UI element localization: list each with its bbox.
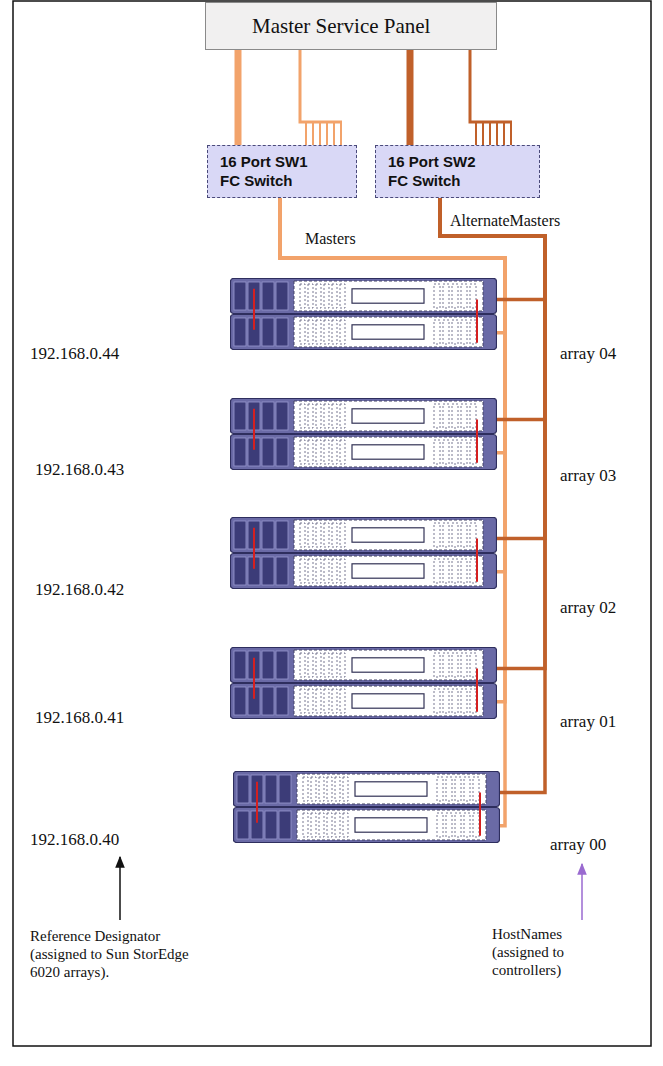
fc-switch: 16 Port SW2 FC Switch xyxy=(375,145,540,198)
reference-designator: 192.168.0.41 xyxy=(35,708,124,728)
bus-label: Masters xyxy=(305,229,356,248)
fc-cable xyxy=(440,198,545,539)
storage-array: 192.168.0.41array 01 xyxy=(230,647,497,719)
fc-cable xyxy=(280,198,505,826)
host-name: array 01 xyxy=(560,712,616,732)
array-illustration xyxy=(230,398,497,470)
indicator-mark xyxy=(253,289,255,330)
storage-array: 192.168.0.43array 03 xyxy=(230,398,497,470)
indicator-mark xyxy=(476,420,478,463)
array-illustration xyxy=(230,278,497,350)
controller-tray xyxy=(231,399,497,434)
cable-bundle xyxy=(300,50,342,145)
array-illustration xyxy=(230,647,497,719)
panel-title: Master Service Panel xyxy=(252,14,430,39)
indicator-mark xyxy=(476,300,478,343)
storage-array: 192.168.0.42array 02 xyxy=(230,517,497,589)
indicator-mark xyxy=(253,528,255,569)
switch-label: 16 Port SW1 FC Switch xyxy=(220,153,330,191)
indicator-mark xyxy=(253,409,255,450)
controller-tray xyxy=(231,435,497,470)
switch-label: 16 Port SW2 FC Switch xyxy=(388,153,498,191)
storage-array: 192.168.0.44array 04 xyxy=(230,278,497,350)
leader-arrow xyxy=(119,857,121,920)
cable-bundle xyxy=(470,50,512,145)
callout-note: Reference Designator (assigned to Sun St… xyxy=(30,927,215,981)
controller-tray xyxy=(231,648,497,683)
bus-label: AlternateMasters xyxy=(450,211,560,230)
controller-tray xyxy=(231,684,497,719)
controller-tray xyxy=(231,518,497,553)
controller-tray xyxy=(234,808,500,843)
host-name: array 02 xyxy=(560,598,616,618)
storage-array: 192.168.0.40array 00 xyxy=(233,771,500,843)
indicator-mark xyxy=(476,669,478,712)
leader-arrow xyxy=(581,864,583,920)
reference-designator: 192.168.0.43 xyxy=(35,460,124,480)
controller-tray xyxy=(234,772,500,807)
host-name: array 04 xyxy=(560,344,616,364)
reference-designator: 192.168.0.42 xyxy=(35,580,124,600)
array-illustration xyxy=(230,517,497,589)
service-panel: Master Service Panel xyxy=(205,2,497,50)
host-name: array 03 xyxy=(560,466,616,486)
indicator-mark xyxy=(253,658,255,699)
indicator-mark xyxy=(256,782,258,823)
controller-tray xyxy=(231,315,497,350)
fc-cable xyxy=(407,50,414,145)
array-illustration xyxy=(233,771,500,843)
indicator-mark xyxy=(479,793,481,836)
reference-designator: 192.168.0.44 xyxy=(30,344,119,364)
host-name: array 00 xyxy=(550,835,606,855)
fc-cable xyxy=(280,198,505,572)
reference-designator: 192.168.0.40 xyxy=(30,830,119,850)
outer-frame xyxy=(13,1,651,1046)
callout-note: HostNames (assigned to controllers) xyxy=(492,925,592,979)
fc-cable xyxy=(280,198,505,702)
fc-cable xyxy=(235,50,242,145)
controller-tray xyxy=(231,554,497,589)
indicator-mark xyxy=(476,539,478,582)
fc-switch: 16 Port SW1 FC Switch xyxy=(207,145,357,198)
controller-tray xyxy=(231,279,497,314)
